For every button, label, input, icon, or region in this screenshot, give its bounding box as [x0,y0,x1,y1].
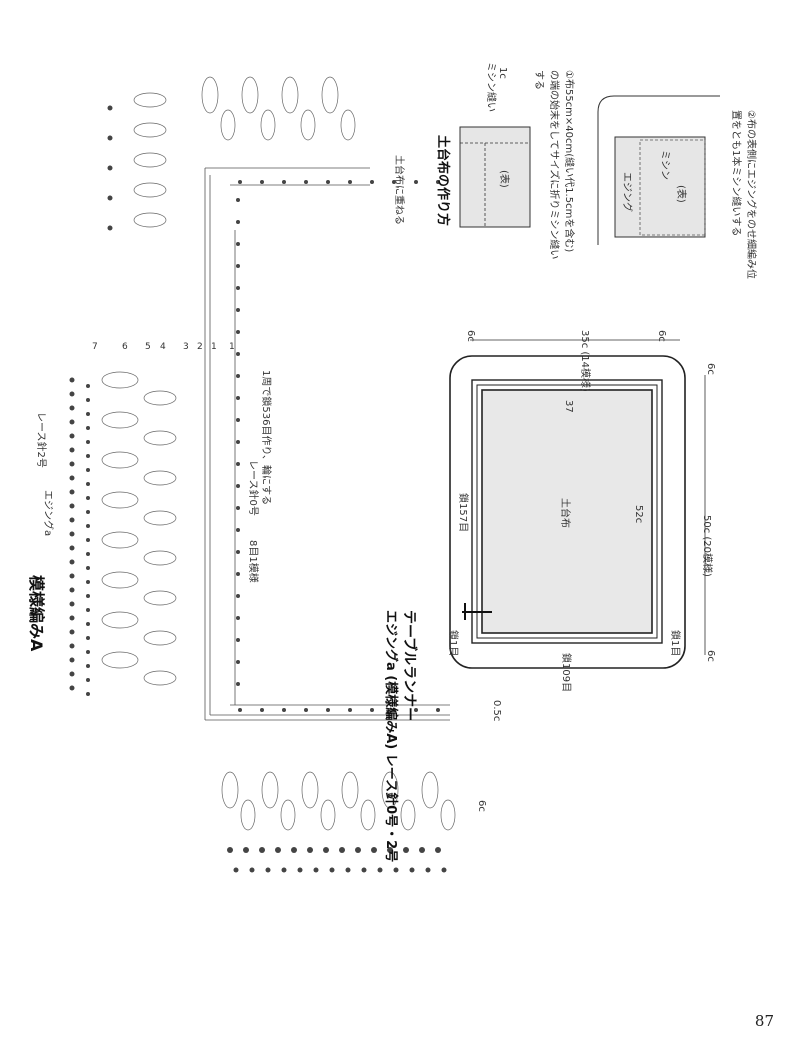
page-number: 87 [754,1012,774,1030]
step2-text: ②布の表側にエジングをのせ細編み位置をとも1本ミシン縫いする [730,110,756,279]
runner-title: テーブルランナー [401,610,417,722]
row-number: 7 [92,342,98,352]
step2-stitch: ミシン [659,150,670,180]
row-number: 1 [211,342,217,352]
row-number: 2 [197,342,203,352]
side-dimension: 50c (20模様) [701,515,712,577]
chain-157: 鎖157目 [457,493,468,533]
row-number: 6 [122,342,128,352]
margin-6c: 6c [465,330,476,342]
center-label: 土台布 [559,498,570,528]
chain-1: 鎖1目 [669,630,680,657]
inner-37: 37 [563,400,574,413]
top-dimension: 35c (14模様) [579,330,590,392]
runner-subtitle: エジングa (模様編みA) レース針0号・2号 [383,610,398,863]
step1-face: (表) [498,170,509,188]
step1-label-stitch: ミシン縫い [485,62,496,112]
chain-1: 鎖1目 [447,630,458,657]
margin-6c: 6c [656,330,667,342]
margin-6c: 6c [705,363,716,375]
margin-6c: 6c [705,650,716,662]
construction-title: 土台布の作り方 [435,135,450,227]
step2-edging: エジング [621,172,632,212]
inner-52c: 52c [633,505,644,524]
row-number: 3 [183,342,189,352]
chain-109: 鎖109目 [560,653,571,693]
step2-face: (表) [675,185,686,203]
row-number: 4 [160,342,166,352]
step1-text: ①布55cm×40cm(縫い代1.5cmを含む)の端の始末をしてサイズに折りミシ… [533,70,574,260]
row-number: 1 [229,342,235,352]
row-number: 5 [145,342,151,352]
